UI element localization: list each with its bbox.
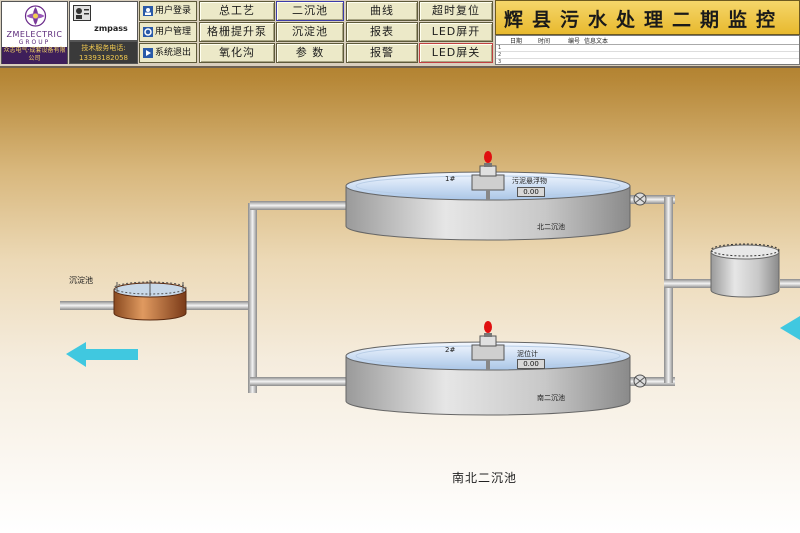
sedimentation-tank[interactable] bbox=[113, 280, 187, 321]
logo-flower-icon bbox=[24, 5, 47, 27]
south-indicator-light bbox=[484, 321, 492, 337]
user-login-icon bbox=[143, 6, 153, 16]
title-panel: 辉县污水处理二期监控 bbox=[495, 0, 800, 35]
alarm-row[interactable]: 1 bbox=[496, 45, 799, 52]
inflow-arrow-icon bbox=[780, 316, 800, 340]
alarm-list-header: 日期 时间 编号 信息文本 bbox=[496, 36, 799, 45]
company-logo: ZMELECTRIC GROUP 众志电气·成套设备有限公司 bbox=[1, 1, 68, 64]
logo-text: ZMELECTRIC bbox=[6, 30, 63, 39]
logo-company-text: 众志电气·成套设备有限公司 bbox=[2, 47, 67, 64]
south-tank-name: 南二沉池 bbox=[537, 394, 565, 402]
south-sensor-label: 泥位计 bbox=[517, 350, 538, 358]
logo-group-text: GROUP bbox=[18, 39, 51, 46]
alarm-row[interactable]: 2 bbox=[496, 52, 799, 59]
distribution-well[interactable] bbox=[710, 243, 780, 298]
south-sensor-value: 0.00 bbox=[517, 359, 545, 369]
north-tank-name: 北二沉池 bbox=[537, 223, 565, 231]
alarm-col-date: 日期 bbox=[510, 38, 523, 45]
alarm-col-text: 信息文本 bbox=[584, 38, 609, 45]
nav-led-off-button[interactable]: LED屏关 bbox=[419, 43, 493, 63]
nav-parameters-button[interactable]: 参 数 bbox=[276, 43, 344, 63]
current-user-box: zmpass bbox=[69, 1, 138, 41]
hotline-box: 技术服务电话: 13393182058 bbox=[69, 41, 138, 64]
south-clarifier-tank[interactable] bbox=[345, 335, 631, 416]
nav-report-button[interactable]: 报表 bbox=[346, 22, 418, 42]
system-exit-label: 系统退出 bbox=[155, 48, 192, 58]
north-indicator-light bbox=[484, 151, 492, 167]
nav-overall-process-button[interactable]: 总工艺 bbox=[199, 1, 275, 21]
user-login-button[interactable]: 用户登录 bbox=[139, 1, 197, 21]
user-manage-label: 用户管理 bbox=[155, 27, 192, 37]
hotline-number: 13393182058 bbox=[79, 54, 128, 62]
alarm-col-time: 时间 bbox=[538, 38, 551, 45]
user-manage-icon bbox=[143, 27, 153, 37]
nav-secondary-clarifier-button[interactable]: 二沉池 bbox=[276, 1, 344, 21]
nav-sedimentation-button[interactable]: 沉淀池 bbox=[276, 22, 344, 42]
north-sensor-value: 0.00 bbox=[517, 187, 545, 197]
screen-caption: 南北二沉池 bbox=[452, 471, 518, 485]
nav-timeout-reset-button[interactable]: 超时复位 bbox=[419, 1, 493, 21]
system-exit-button[interactable]: 系统退出 bbox=[139, 43, 197, 63]
user-name: zmpass bbox=[94, 24, 128, 33]
user-manage-button[interactable]: 用户管理 bbox=[139, 22, 197, 42]
user-login-label: 用户登录 bbox=[155, 6, 192, 16]
alarm-row[interactable]: 3 bbox=[496, 59, 799, 64]
nav-oxidation-ditch-button[interactable]: 氧化沟 bbox=[199, 43, 275, 63]
nav-led-on-button[interactable]: LED屏开 bbox=[419, 22, 493, 42]
north-sensor-label: 污泥悬浮物 bbox=[512, 177, 547, 185]
hotline-label: 技术服务电话: bbox=[81, 44, 126, 52]
south-tank-id: 2# bbox=[445, 346, 456, 354]
exit-icon bbox=[143, 48, 153, 58]
alarm-list[interactable]: 日期 时间 编号 信息文本 1 2 3 bbox=[495, 35, 800, 65]
page-title: 辉县污水处理二期监控 bbox=[504, 9, 785, 31]
nav-alarm-button[interactable]: 报警 bbox=[346, 43, 418, 63]
outflow-arrow-icon bbox=[66, 342, 138, 367]
north-valve[interactable] bbox=[633, 192, 647, 206]
nav-trend-button[interactable]: 曲线 bbox=[346, 1, 418, 21]
north-clarifier-tank[interactable] bbox=[345, 165, 631, 241]
user-card-icon bbox=[73, 5, 91, 21]
alarm-col-number: 编号 bbox=[568, 38, 581, 45]
nav-grille-pump-button[interactable]: 格栅提升泵 bbox=[199, 22, 275, 42]
sedimentation-label: 沉淀池 bbox=[69, 276, 93, 285]
top-bar: ZMELECTRIC GROUP 众志电气·成套设备有限公司 zmpass 技术… bbox=[0, 0, 800, 68]
north-tank-id: 1# bbox=[445, 175, 456, 183]
south-valve[interactable] bbox=[633, 374, 647, 388]
